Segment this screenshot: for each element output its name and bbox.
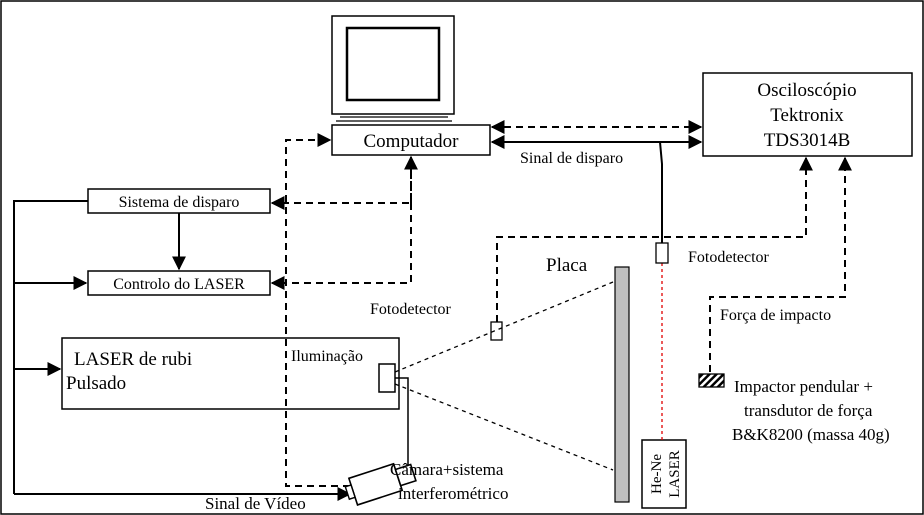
ruby-laser-box bbox=[61, 337, 400, 410]
ruby-laser-line-2: Pulsado bbox=[66, 373, 126, 394]
trigger-system-label: Sistema de disparo bbox=[119, 194, 240, 211]
computer-to-laser-control bbox=[270, 203, 412, 290]
illumination-beam-lower bbox=[394, 383, 614, 471]
plate bbox=[614, 266, 630, 503]
illumination-port bbox=[378, 363, 396, 393]
photodetector-icon bbox=[655, 242, 669, 264]
laser-control-label: Controlo do LASER bbox=[113, 276, 245, 293]
oscilloscope-line-2: Tektronix bbox=[770, 105, 844, 126]
ruby-laser-line-1: LASER de rubi bbox=[74, 349, 192, 370]
illumination-beam-upper bbox=[394, 281, 614, 373]
hatched-impactor-icon bbox=[698, 373, 725, 388]
computer-label: Computador bbox=[364, 131, 460, 152]
hene-laser-line-1: He-Ne bbox=[649, 454, 665, 494]
camera-label-line-1: Câmara+sistema bbox=[390, 460, 504, 479]
photodetector-right-label: Fotodetector bbox=[688, 249, 770, 266]
impactor-line-2: transdutor de força bbox=[744, 401, 873, 420]
trigger-signal-line bbox=[659, 141, 663, 243]
camera-label-line-2: interferométrico bbox=[398, 484, 508, 503]
video-camera-icon bbox=[344, 462, 417, 506]
oscilloscope-box bbox=[702, 72, 913, 157]
impact-force-to-oscilloscope bbox=[709, 156, 852, 372]
computer-box bbox=[331, 124, 491, 156]
impact-force-label: Força de impacto bbox=[720, 307, 831, 324]
trigger-system-box bbox=[87, 188, 271, 214]
monitor-icon bbox=[331, 15, 455, 122]
photodetector-to-oscilloscope bbox=[496, 156, 813, 322]
photodetector-left-label: Fotodetector bbox=[370, 301, 452, 318]
impactor-line-3: B&K8200 (massa 40g) bbox=[732, 425, 890, 444]
video-signal-label: Sinal de Vídeo bbox=[205, 494, 306, 513]
illumination-label: Iluminação bbox=[291, 348, 363, 365]
oscilloscope-line-3: TDS3014B bbox=[764, 130, 851, 151]
impactor-line-1: Impactor pendular + bbox=[734, 377, 873, 396]
camera-video-line bbox=[395, 377, 409, 466]
plate-label: Placa bbox=[546, 255, 588, 276]
trigger-signal-label: Sinal de disparo bbox=[520, 150, 623, 167]
left-bus-line bbox=[13, 200, 88, 494]
hene-laser-box bbox=[641, 439, 687, 509]
laser-control-box bbox=[87, 270, 271, 296]
video-signal-to-computer bbox=[285, 133, 350, 487]
oscilloscope-line-1: Osciloscópio bbox=[757, 80, 856, 101]
hene-laser-line-2: LASER bbox=[667, 450, 683, 498]
computer-to-trigger-system bbox=[270, 157, 412, 210]
